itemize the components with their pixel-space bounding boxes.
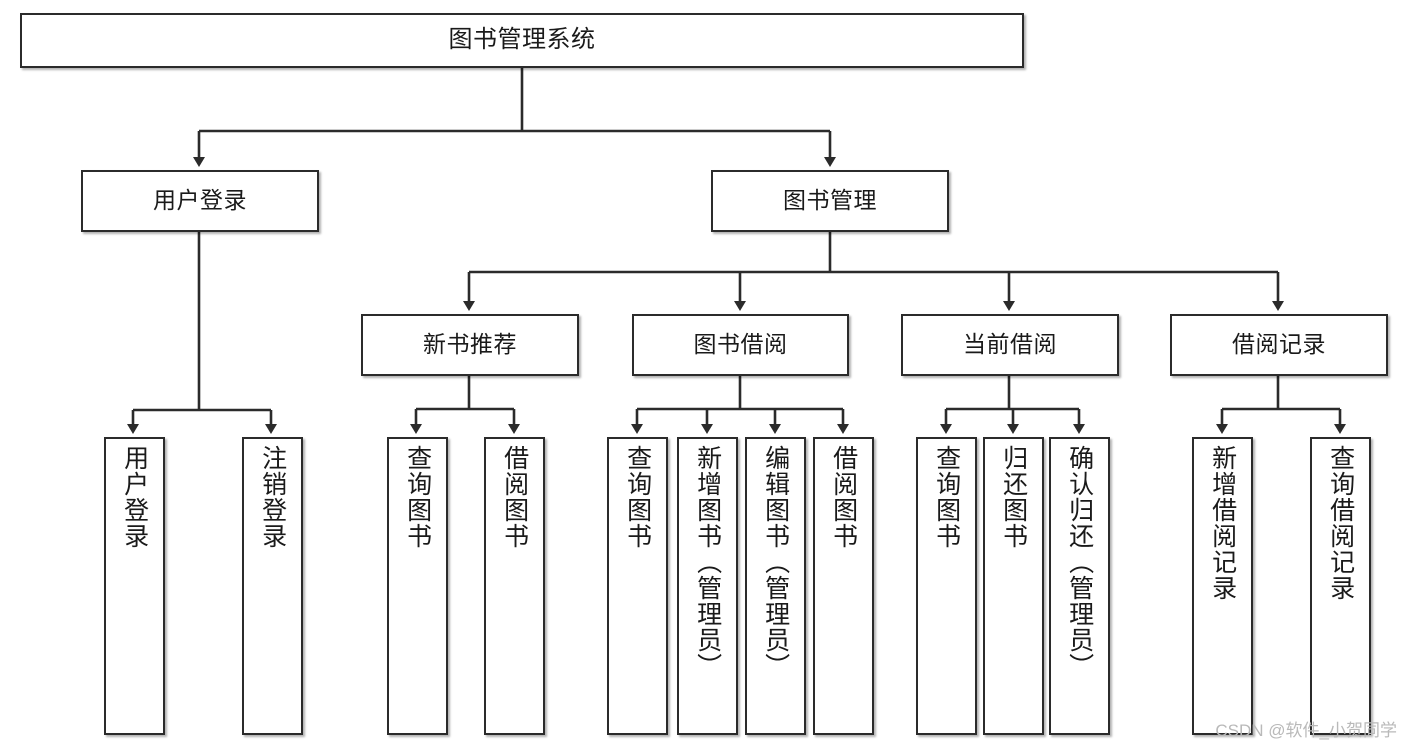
node-user-login[interactable]: 用户登录 <box>81 170 319 232</box>
node-label: 图书管理 <box>783 187 877 214</box>
node-label: 当前借阅 <box>963 331 1057 358</box>
node-label: 借阅图书 <box>500 445 529 549</box>
node-label: 查询图书 <box>623 445 652 549</box>
node-leaf-query-book-new[interactable]: 查询图书 <box>387 437 448 735</box>
node-leaf-edit-book-admin[interactable]: 编辑图书（管理员） <box>745 437 806 735</box>
node-label: 用户登录 <box>120 445 149 549</box>
node-leaf-confirm-return-admin[interactable]: 确认归还（管理员） <box>1049 437 1110 735</box>
node-label: 图书管理系统 <box>448 26 596 54</box>
node-leaf-query-book-borrow[interactable]: 查询图书 <box>607 437 668 735</box>
node-label: 查询图书 <box>932 445 961 549</box>
node-leaf-user-login[interactable]: 用户登录 <box>104 437 165 735</box>
node-leaf-borrow-book[interactable]: 借阅图书 <box>813 437 874 735</box>
node-book-borrow[interactable]: 图书借阅 <box>632 314 849 376</box>
node-label: 图书借阅 <box>693 331 788 358</box>
node-label: 新增借阅记录 <box>1208 445 1237 601</box>
node-leaf-query-book-current[interactable]: 查询图书 <box>916 437 977 735</box>
node-label: 确认归还（管理员） <box>1065 445 1094 679</box>
node-book-management-system[interactable]: 图书管理系统 <box>20 13 1024 68</box>
node-label: 查询借阅记录 <box>1326 445 1355 601</box>
node-label: 新增图书（管理员） <box>693 445 722 679</box>
node-label: 注销登录 <box>258 445 287 549</box>
node-label: 用户登录 <box>153 187 247 214</box>
node-label: 借阅图书 <box>829 445 858 549</box>
node-leaf-return-book[interactable]: 归还图书 <box>983 437 1044 735</box>
node-leaf-add-borrow-record[interactable]: 新增借阅记录 <box>1192 437 1253 735</box>
node-label: 归还图书 <box>999 445 1028 549</box>
node-leaf-logout-login[interactable]: 注销登录 <box>242 437 303 735</box>
watermark-text: CSDN @软件_小贺同学 <box>1215 721 1397 740</box>
node-borrow-record[interactable]: 借阅记录 <box>1170 314 1388 376</box>
node-label: 借阅记录 <box>1232 331 1326 358</box>
node-book-management[interactable]: 图书管理 <box>711 170 949 232</box>
node-label: 编辑图书（管理员） <box>761 445 790 679</box>
node-new-book-recommend[interactable]: 新书推荐 <box>361 314 579 376</box>
node-label: 新书推荐 <box>423 331 517 358</box>
node-leaf-add-book-admin[interactable]: 新增图书（管理员） <box>677 437 738 735</box>
node-label: 查询图书 <box>403 445 432 549</box>
node-leaf-query-borrow-record[interactable]: 查询借阅记录 <box>1310 437 1371 735</box>
node-leaf-borrow-book-new[interactable]: 借阅图书 <box>484 437 545 735</box>
node-current-borrow[interactable]: 当前借阅 <box>901 314 1119 376</box>
